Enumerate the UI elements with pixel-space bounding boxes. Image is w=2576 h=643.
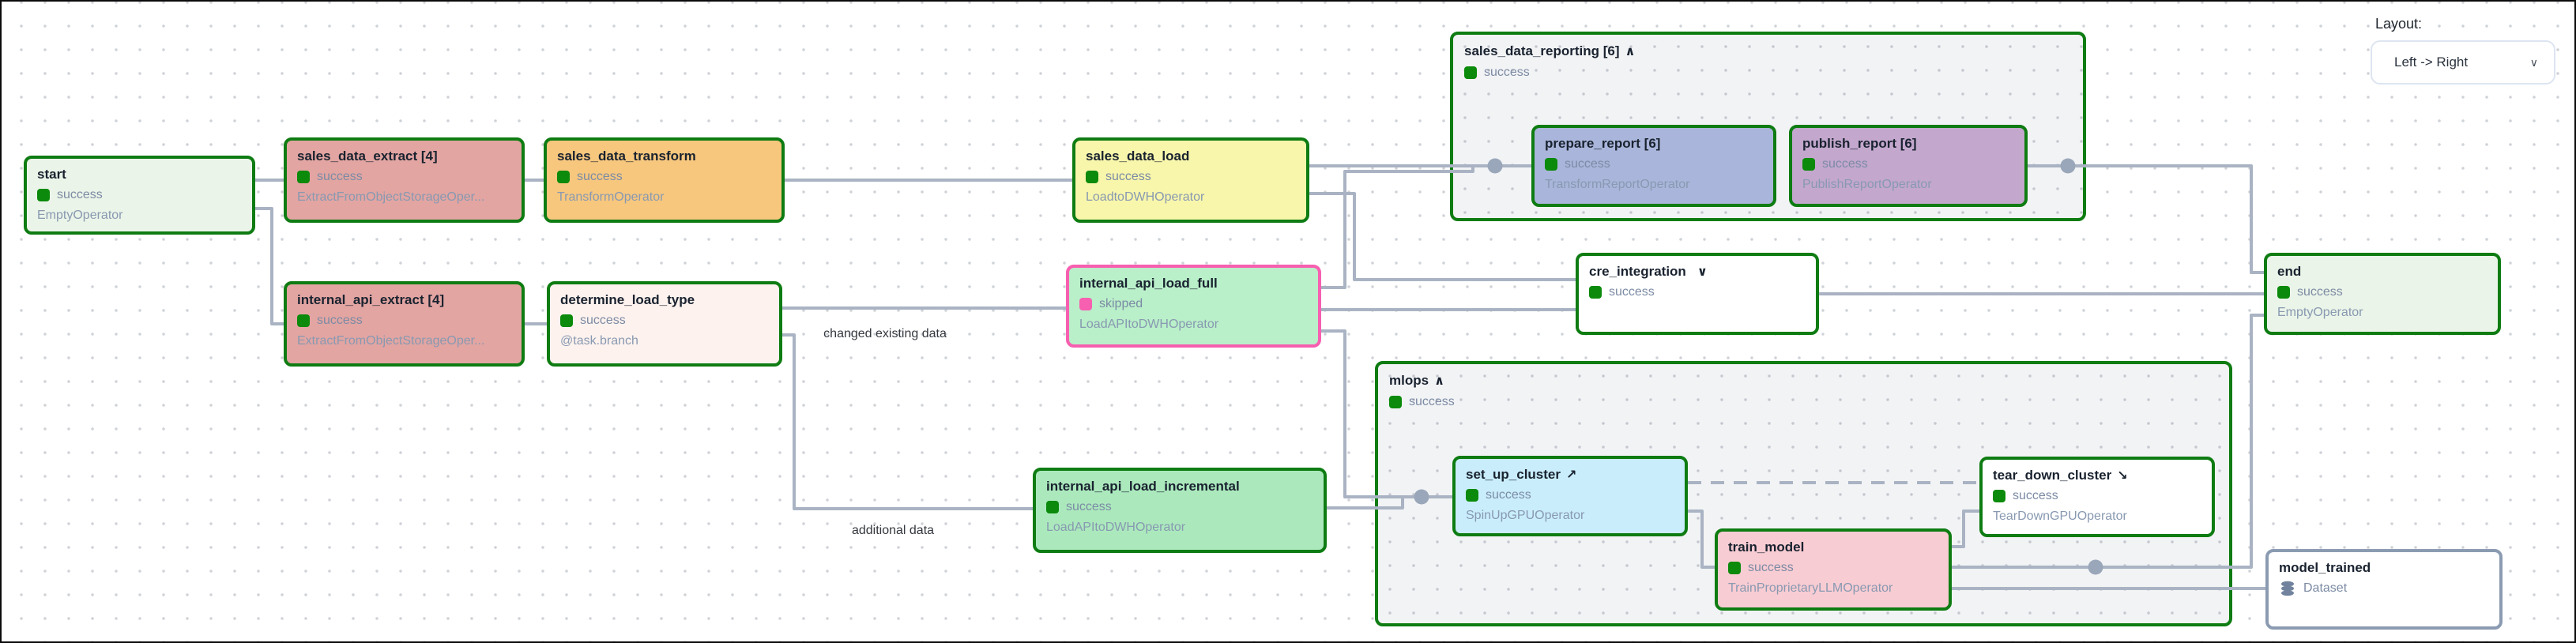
- operator-label: ExtractFromObjectStorageOper...: [297, 334, 485, 348]
- task-title: sales_data_load: [1086, 149, 1190, 164]
- status-icon: [1079, 298, 1092, 310]
- task-title: internal_api_load_full: [1079, 276, 1218, 291]
- task-title: cre_integration: [1589, 264, 1686, 279]
- operator-label: ExtractFromObjectStorageOper...: [297, 190, 485, 204]
- task-node-prepare_report[interactable]: prepare_report [6] success TransformRepo…: [1531, 125, 1776, 207]
- operator-label: TransformReportOperator: [1545, 178, 1690, 191]
- status-label: success: [1748, 561, 1794, 574]
- status-icon: [557, 171, 570, 183]
- status-icon: [560, 314, 573, 327]
- operator-label: @task.branch: [560, 334, 638, 348]
- operator-label: LoadAPItoDWHOperator: [1046, 521, 1186, 534]
- task-node-end[interactable]: end success EmptyOperator: [2264, 253, 2501, 335]
- task-title: tear_down_cluster: [1993, 468, 2112, 483]
- status-icon: [1466, 489, 1478, 502]
- operator-label: LoadAPItoDWHOperator: [1079, 318, 1219, 331]
- task-title: publish_report [6]: [1802, 136, 1917, 151]
- task-title: sales_data_extract [4]: [297, 149, 438, 164]
- status-icon: [1545, 158, 1557, 171]
- task-node-set_up_cluster[interactable]: set_up_cluster ↗ success SpinUpGPUOperato…: [1452, 456, 1688, 536]
- task-node-publish_report[interactable]: publish_report [6] success PublishReport…: [1789, 125, 2028, 207]
- task-title: determine_load_type: [560, 292, 695, 307]
- operator-label: PublishReportOperator: [1802, 178, 1932, 191]
- status-label: success: [1066, 500, 1112, 513]
- status-label: success: [317, 314, 363, 327]
- task-title: start: [37, 167, 66, 182]
- layout-control: Layout: Left -> Right ∨: [2371, 16, 2565, 85]
- status-icon: [37, 189, 50, 201]
- task-node-sales_data_extract[interactable]: sales_data_extract [4] success ExtractFr…: [284, 137, 525, 223]
- status-label: success: [2013, 489, 2058, 502]
- status-label: success: [2297, 285, 2343, 299]
- status-icon: [1086, 171, 1098, 183]
- dataset-type-label: Dataset: [2303, 581, 2348, 595]
- task-title: prepare_report [6]: [1545, 136, 1661, 151]
- task-title: end: [2277, 264, 2302, 279]
- operator-label: TransformOperator: [557, 190, 665, 204]
- status-label: success: [1822, 157, 1868, 171]
- status-icon: [297, 171, 310, 183]
- layout-label: Layout:: [2375, 16, 2423, 32]
- dataset-node-model_trained[interactable]: model_trained Dataset: [2265, 549, 2503, 630]
- setup-arrow-icon: ↗: [1566, 468, 1577, 482]
- status-icon: [1802, 158, 1815, 171]
- operator-label: TearDownGPUOperator: [1993, 510, 2127, 523]
- status-label: skipped: [1099, 297, 1143, 310]
- edge-label: changed existing data: [823, 327, 947, 340]
- status-label: success: [1565, 157, 1610, 171]
- status-label: success: [580, 314, 626, 327]
- task-title: internal_api_load_incremental: [1046, 479, 1240, 494]
- task-title: sales_data_transform: [557, 149, 696, 164]
- status-label: success: [1105, 170, 1151, 183]
- status-label: success: [57, 188, 103, 201]
- group-title: sales_data_reporting [6]: [1464, 43, 1620, 58]
- task-node-sales_data_load[interactable]: sales_data_load success LoadtoDWHOperato…: [1072, 137, 1309, 223]
- status-label: success: [577, 170, 623, 183]
- operator-label: SpinUpGPUOperator: [1466, 509, 1585, 522]
- layout-select-value: Left -> Right: [2394, 55, 2469, 70]
- status-label: success: [317, 170, 363, 183]
- task-node-internal_api_load_full[interactable]: internal_api_load_full skipped LoadAPIto…: [1066, 265, 1321, 348]
- task-node-determine_load_type[interactable]: determine_load_type success @task.branch: [547, 281, 782, 367]
- status-label: success: [1609, 285, 1655, 299]
- task-title: internal_api_extract [4]: [297, 292, 445, 307]
- expand-icon[interactable]: ∨: [1697, 265, 1708, 279]
- operator-label: EmptyOperator: [2277, 306, 2363, 319]
- status-icon: [297, 314, 310, 327]
- status-label: success: [1486, 488, 1531, 502]
- status-icon: [1046, 501, 1059, 513]
- task-node-internal_api_load_incremental[interactable]: internal_api_load_incremental success Lo…: [1033, 468, 1327, 553]
- collapse-icon[interactable]: ∧: [1625, 45, 1636, 58]
- status-label: success: [1484, 66, 1530, 79]
- layout-select[interactable]: Left -> Right ∨: [2371, 40, 2555, 85]
- task-node-cre_integration[interactable]: cre_integration ∨ success: [1576, 253, 1819, 335]
- status-icon: [1728, 562, 1741, 574]
- task-node-internal_api_extract[interactable]: internal_api_extract [4] success Extract…: [284, 281, 525, 367]
- status-icon: [1993, 490, 2005, 502]
- status-icon: [2277, 286, 2290, 299]
- teardown-arrow-icon: ↘: [2117, 469, 2128, 483]
- operator-label: TrainProprietaryLLMOperator: [1728, 581, 1893, 595]
- chevron-down-icon: ∨: [2529, 55, 2538, 69]
- task-node-start[interactable]: start success EmptyOperator: [24, 156, 255, 235]
- task-node-sales_data_transform[interactable]: sales_data_transform success TransformOp…: [544, 137, 785, 223]
- status-icon: [1464, 66, 1477, 79]
- operator-label: EmptyOperator: [37, 209, 123, 222]
- task-node-tear_down_cluster[interactable]: tear_down_cluster ↘ success TearDownGPUOp…: [1979, 457, 2215, 537]
- task-title: set_up_cluster: [1466, 467, 1561, 482]
- edge-label: additional data: [851, 524, 935, 537]
- dataset-icon: [2281, 581, 2294, 596]
- task-title: model_trained: [2279, 560, 2371, 575]
- status-icon: [1589, 286, 1602, 299]
- operator-label: LoadtoDWHOperator: [1086, 190, 1205, 204]
- task-title: train_model: [1728, 540, 1805, 555]
- task-node-train_model[interactable]: train_model success TrainProprietaryLLMO…: [1715, 528, 1952, 611]
